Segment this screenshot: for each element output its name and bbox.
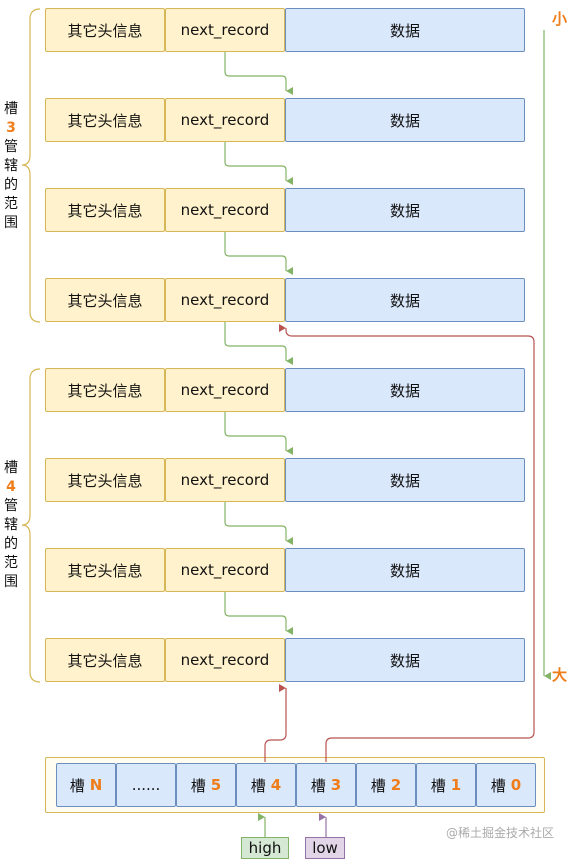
next-link [224, 142, 293, 185]
record-next: next_record [165, 8, 285, 52]
slot-number: 2 [390, 776, 402, 794]
slot-number: 1 [450, 776, 462, 794]
record-header: 其它头信息 [45, 458, 165, 502]
group-label-char: 辖 [4, 158, 18, 174]
record-data: 数据 [285, 548, 525, 592]
slot-number: 4 [270, 776, 282, 794]
group-brace-slot-4 [21, 368, 41, 683]
record-next: next_record [165, 188, 285, 232]
low-pointer: low [305, 837, 345, 859]
record-header: 其它头信息 [45, 278, 165, 322]
record-next: next_record [165, 278, 285, 322]
record-5: 其它头信息 next_record 数据 [45, 368, 525, 412]
next-link [224, 322, 293, 365]
record-data: 数据 [285, 638, 525, 682]
record-2: 其它头信息 next_record 数据 [45, 98, 525, 142]
next-link [224, 232, 293, 275]
record-header: 其它头信息 [45, 368, 165, 412]
slot-label: 槽 [370, 776, 386, 795]
record-next: next_record [165, 98, 285, 142]
record-4: 其它头信息 next_record 数据 [45, 278, 525, 322]
group-label-slot-4: 槽 4 管 辖 的 范 围 [2, 459, 20, 592]
group-label-char: 围 [4, 215, 18, 231]
watermark: @稀土掘金技术社区 [446, 826, 555, 840]
group-label-number: 3 [6, 120, 16, 136]
high-pointer: high [241, 837, 289, 859]
record-data: 数据 [285, 8, 525, 52]
group-label-char: 的 [4, 536, 18, 552]
record-header: 其它头信息 [45, 548, 165, 592]
slot-number: 3 [330, 776, 342, 794]
record-data: 数据 [285, 278, 525, 322]
slot-label: 槽 [310, 776, 326, 795]
record-1: 其它头信息 next_record 数据 [45, 8, 525, 52]
order-large-label: 大 [552, 666, 568, 684]
slot-label: 槽 [430, 776, 446, 795]
group-label-char: 围 [4, 574, 18, 590]
slot-number: 5 [210, 776, 222, 794]
record-data: 数据 [285, 98, 525, 142]
group-label-number: 4 [6, 479, 16, 495]
slot-number: 0 [510, 776, 522, 794]
next-link [224, 52, 293, 95]
record-header: 其它头信息 [45, 638, 165, 682]
record-3: 其它头信息 next_record 数据 [45, 188, 525, 232]
slot-label: 槽 [250, 776, 266, 795]
next-link [224, 412, 293, 455]
group-label-char: 辖 [4, 517, 18, 533]
record-7: 其它头信息 next_record 数据 [45, 548, 525, 592]
record-data: 数据 [285, 368, 525, 412]
order-small-label: 小 [552, 10, 568, 28]
slot-label: 槽 [190, 776, 206, 795]
record-next: next_record [165, 458, 285, 502]
record-next: next_record [165, 548, 285, 592]
slot-4-pointer [264, 684, 287, 762]
record-header: 其它头信息 [45, 188, 165, 232]
record-next: next_record [165, 368, 285, 412]
record-8: 其它头信息 next_record 数据 [45, 638, 525, 682]
group-label-slot-3: 槽 3 管 辖 的 范 围 [2, 100, 20, 233]
record-header: 其它头信息 [45, 98, 165, 142]
group-label-char: 管 [4, 139, 18, 155]
record-next: next_record [165, 638, 285, 682]
group-label-char: 管 [4, 498, 18, 514]
slot-number: N [89, 776, 103, 794]
record-data: 数据 [285, 458, 525, 502]
group-brace-slot-3 [21, 8, 41, 323]
group-label-prefix: 槽 [4, 101, 18, 117]
group-label-char: 范 [4, 196, 18, 212]
record-data: 数据 [285, 188, 525, 232]
group-label-char: 范 [4, 555, 18, 571]
next-link [224, 502, 293, 545]
record-header: 其它头信息 [45, 8, 165, 52]
record-6: 其它头信息 next_record 数据 [45, 458, 525, 502]
slot-ellipsis: ...... [116, 763, 176, 807]
group-label-char: 的 [4, 177, 18, 193]
slot-label: 槽 [490, 776, 506, 795]
slot-label: ...... [131, 776, 161, 794]
group-label-prefix: 槽 [4, 460, 18, 476]
next-link [224, 592, 293, 635]
slot-label: 槽 [69, 776, 85, 795]
slot-3-pointer [279, 324, 535, 762]
